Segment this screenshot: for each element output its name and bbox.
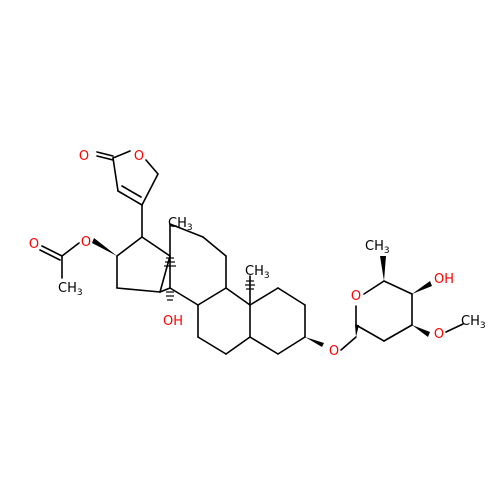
bond [249,287,279,306]
bond [445,323,464,333]
bond [197,336,227,355]
bond [96,151,114,157]
bond [117,190,143,206]
lactone-ring-oxygen-label: O [134,149,144,164]
methoxy-oxygen-label: O [434,327,444,342]
bond [169,287,199,306]
bond [61,242,80,257]
bond [202,236,227,257]
bond [141,236,171,257]
ring-d [116,236,171,293]
acetate-carbonyl-oxygen-label: O [29,237,39,252]
c14-hydroxyl-label: OH [163,314,183,329]
lactone-carbonyl-oxygen-label: O [79,149,89,164]
sugar-methyl-label: CH3 [365,239,390,256]
methoxy-methyl-label: CH3 [461,314,486,331]
stereo-wedge [355,325,359,337]
bond [116,287,161,293]
ring-a [249,287,324,355]
stereo-wedge [412,281,432,294]
ring-b [197,275,251,355]
butenolide-ring [96,150,159,238]
bond [112,150,131,159]
bond [355,324,385,342]
bond [225,287,251,306]
bond [39,249,61,261]
bond [141,173,159,206]
bond [277,287,306,306]
bond [340,336,357,351]
glycoside-oxygen-label: O [329,344,339,359]
stereo-wedge [305,337,324,347]
sugar-ring [340,256,464,351]
bond [121,185,142,198]
ring-c [159,223,227,306]
acetate-ester-oxygen-label: O [81,235,91,250]
bond [159,287,171,293]
sugar-hydroxyl-label: OH [434,272,454,287]
c13-methyl-label: CH3 [168,216,193,233]
bond [96,155,114,161]
bond [225,336,251,355]
stereo-wedge [380,256,386,281]
stereo-wedge [412,325,430,337]
bond [249,336,279,355]
bond [277,336,306,355]
bond [383,324,413,342]
bond [363,280,385,295]
acetate-methyl-label: CH3 [58,281,83,298]
bond [169,223,204,238]
bond [145,159,159,175]
bond [197,287,227,306]
bond [112,157,119,192]
stereo-hashes [164,257,255,301]
sugar-ring-oxygen-label: O [351,289,361,304]
atom-labels: O O O O CH3 CH3 CH3 OH O O CH3 OH O CH3 [29,149,486,359]
stereo-wedge [92,238,117,256]
acetate-group [39,238,117,279]
c10-methyl-label: CH3 [245,264,270,281]
bond [41,245,63,257]
bond [383,280,413,295]
bond [116,236,143,257]
